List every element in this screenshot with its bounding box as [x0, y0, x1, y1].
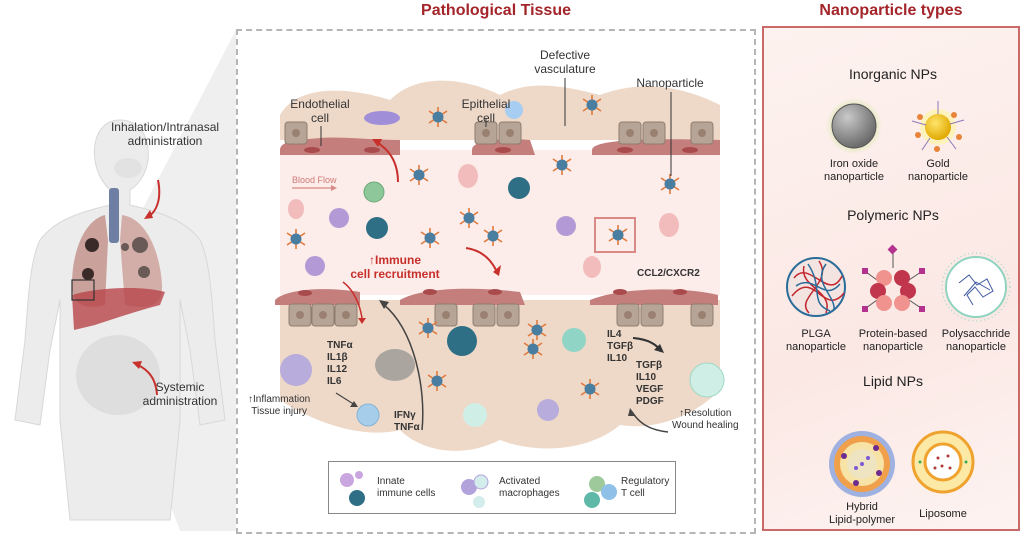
np-types-panel: Inorganic NPs Polymeric NPs Lipid NPs — [762, 26, 1020, 531]
left-lung — [72, 215, 108, 307]
iron-oxide-label: Iron oxide — [829, 158, 879, 170]
protein-based-label-2: nanoparticle — [863, 341, 923, 353]
tcell-cytokines: IFNγ TNFα — [394, 410, 420, 434]
tissue-injury-label: Tissue injury — [251, 406, 307, 417]
legend-treg-label-2: T cell — [621, 488, 645, 499]
cytokine: VEGF — [636, 384, 664, 395]
proinflammatory-cytokines: TNFα IL1β IL12 IL6 — [327, 340, 353, 388]
gold-np-icon — [911, 101, 965, 152]
healing-cytokines: TGFβ IL10 VEGF PDGF — [636, 360, 664, 408]
inhalation-label: Inhalation/Intranasal — [110, 120, 220, 134]
treg-icon — [589, 476, 605, 492]
cytokine: IL1β — [327, 352, 348, 363]
cytokine: TGFβ — [607, 341, 634, 352]
body-silhouette — [14, 119, 226, 521]
inorganic-heading: Inorganic NPs — [849, 66, 937, 82]
trachea — [109, 188, 119, 243]
epithelial-label: Epithelial — [461, 97, 511, 111]
hybrid-lipid-polymer-icon — [829, 431, 895, 497]
regulatory-cytokines: IL4 TGFβ IL10 — [607, 329, 633, 365]
hybrid-label: Hybrid — [846, 501, 878, 513]
iron-oxide-label-2: nanoparticle — [824, 171, 884, 183]
polymeric-heading: Polymeric NPs — [847, 207, 939, 223]
immune-recruitment-label-2: cell recruitment — [350, 267, 440, 281]
endothelial-label: Endothelial — [290, 97, 350, 111]
intestines — [76, 335, 160, 415]
cytokine: IL10 — [636, 372, 657, 383]
plga-label: PLGA — [801, 328, 831, 340]
iron-oxide-np-icon — [831, 103, 877, 149]
resolution-label: ↑Resolution — [679, 408, 732, 419]
lung-lesion — [82, 268, 94, 280]
plga-label-2: nanoparticle — [786, 341, 846, 353]
tissue-title: Pathological Tissue — [421, 2, 571, 19]
protein-based-label: Protein-based — [858, 328, 928, 340]
legend-macrophage-label-2: macrophages — [499, 488, 560, 499]
gold-np-label-2: nanoparticle — [908, 171, 968, 183]
systemic-label: Systemic — [155, 380, 205, 394]
hybrid-label-2: Lipid-polymer — [828, 514, 896, 526]
defective-vasculature-label-2: vasculature — [534, 62, 596, 76]
blood-flow-label: Blood Flow — [292, 175, 337, 185]
wound-healing-label: Wound healing — [672, 420, 739, 431]
epithelial-label-2: cell — [476, 111, 495, 125]
zoom-region-box — [71, 279, 95, 301]
cytokine: TNFα — [327, 340, 353, 351]
np-illustrations — [786, 98, 1011, 497]
inhalation-label-2: administration — [127, 134, 203, 148]
defective-vasculature-label: Defective — [539, 48, 591, 62]
endothelial-label-2: cell — [310, 111, 329, 125]
treg-icon — [601, 484, 617, 500]
inflammation-label: ↑Inflammation — [248, 394, 311, 405]
cytokine: IL12 — [327, 364, 348, 375]
np-types-title: Nanoparticle types — [819, 2, 963, 19]
macrophage-icon — [473, 496, 485, 508]
cytokine: IFNγ — [394, 410, 416, 421]
macrophage-icon — [473, 474, 489, 490]
polysaccharide-label-2: nanoparticle — [946, 341, 1006, 353]
body-panel: Inhalation/Intranasal administration Sys… — [0, 0, 240, 531]
innate-cell-icon — [340, 473, 354, 487]
lung-lesion — [138, 266, 150, 278]
cytokine: PDGF — [636, 396, 664, 407]
immune-recruitment-label: ↑Immune — [368, 253, 421, 267]
human-body-illustration — [14, 30, 236, 531]
cytokine: IL10 — [607, 353, 628, 364]
innate-cell-icon — [349, 490, 365, 506]
cytokine: IL6 — [327, 376, 342, 387]
liver — [72, 288, 165, 330]
treg-icon — [584, 492, 600, 508]
legend-macrophage-label: Activated — [499, 476, 541, 487]
lipid-heading: Lipid NPs — [863, 373, 923, 389]
cell-legend: Innate immune cells Activated macrophage… — [328, 461, 676, 514]
legend-innate-label: Innate — [377, 476, 405, 487]
lung-lesion — [132, 237, 148, 253]
systemic-arrow — [137, 364, 158, 396]
lung-lesion — [85, 238, 99, 252]
legend-innate-label-2: immune cells — [377, 488, 436, 499]
nanoparticle-label: Nanoparticle — [636, 76, 704, 90]
liposome-icon — [911, 430, 975, 494]
right-lung — [120, 215, 163, 307]
polysaccharide-np-icon — [941, 252, 1011, 322]
legend-treg-label: Regulatory — [621, 476, 670, 487]
liposome-label: Liposome — [919, 508, 967, 520]
systemic-label-2: administration — [142, 394, 218, 408]
cytokine: IL4 — [607, 329, 622, 340]
nasal-cavity — [114, 158, 142, 178]
cytokine: TGFβ — [636, 360, 663, 371]
polysaccharide-label: Polysacchride — [941, 328, 1011, 340]
cytokine: TNFα — [394, 422, 420, 433]
lung-lesion — [121, 243, 129, 251]
gold-np-label: Gold — [926, 158, 950, 170]
ccl2-cxcr2-label: CCL2/CXCR2 — [637, 268, 700, 279]
protein-np-icon — [862, 244, 925, 312]
macrophage-icon — [461, 479, 477, 495]
plga-np-icon — [786, 257, 846, 317]
